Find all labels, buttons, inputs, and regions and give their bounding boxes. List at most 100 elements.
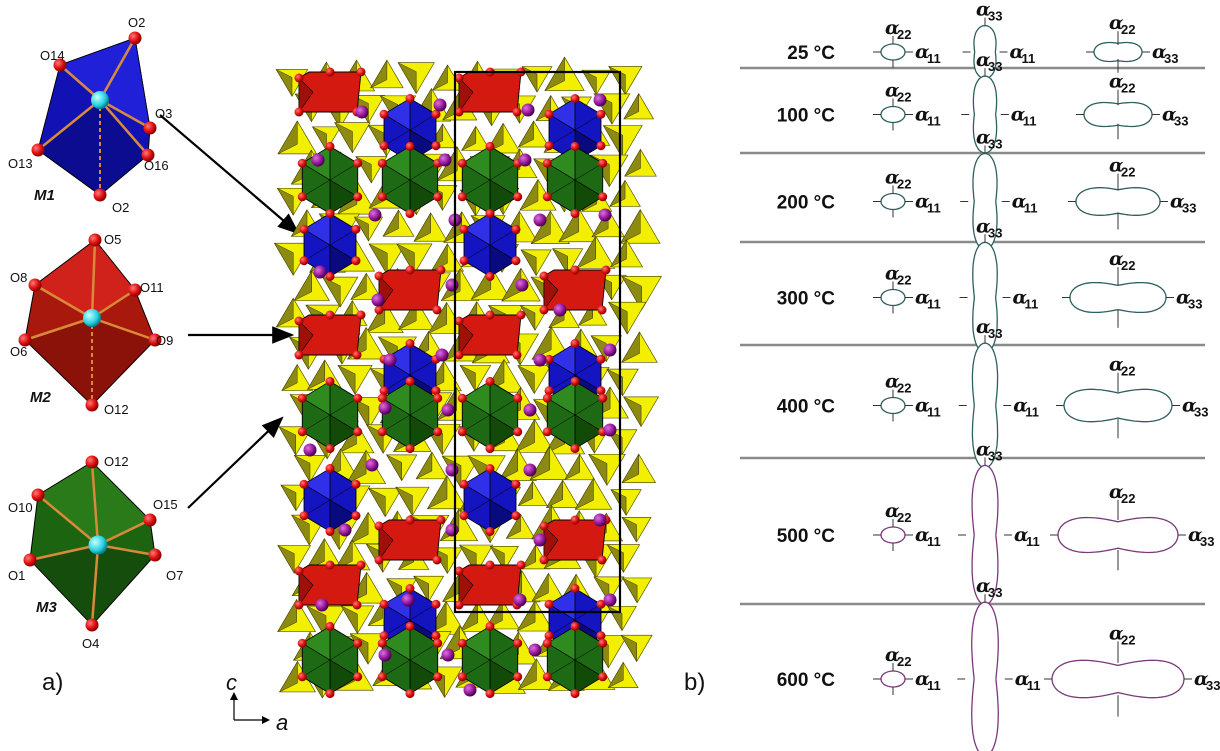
alpha22-label-2-subscript: 22 bbox=[1121, 81, 1135, 96]
alpha11-label-2: α bbox=[1014, 524, 1029, 546]
shape-a22-a33 bbox=[1063, 388, 1173, 423]
label-m1: M1 bbox=[34, 187, 55, 204]
alpha22-label-2-subscript: 22 bbox=[1121, 22, 1135, 37]
shape-a33-a11 bbox=[973, 24, 997, 80]
shape-a22-a11 bbox=[880, 43, 906, 61]
alpha11-label-2-subscript: 11 bbox=[1025, 297, 1039, 312]
alpha22-label-2-subscript: 22 bbox=[1121, 364, 1135, 379]
label-o6: O6 bbox=[10, 344, 27, 359]
alpha33-label-2: α bbox=[1176, 287, 1191, 309]
alpha11-label-subscript: 11 bbox=[927, 678, 941, 693]
alpha33-label-2: α bbox=[1152, 41, 1167, 63]
alpha22-label-2-subscript: 22 bbox=[1121, 632, 1135, 647]
label-o8: O8 bbox=[10, 270, 27, 285]
alpha22-label-subscript: 22 bbox=[897, 90, 911, 105]
shape-a22-a33 bbox=[1075, 187, 1161, 216]
shape-a33-a11 bbox=[972, 75, 998, 154]
label-o12-m2: O12 bbox=[104, 402, 129, 417]
axis-c-label: c bbox=[226, 670, 237, 695]
shape-a22-a33 bbox=[1057, 516, 1179, 554]
alpha33-label-subscript: 33 bbox=[988, 585, 1002, 600]
alpha33-label-subscript: 33 bbox=[988, 137, 1002, 152]
alpha11-label: α bbox=[915, 395, 930, 417]
arrow-m1 bbox=[159, 114, 300, 235]
alpha22-label-2-subscript: 22 bbox=[1121, 491, 1135, 506]
alpha11-label: α bbox=[915, 287, 930, 309]
shape-a22-a11 bbox=[880, 396, 906, 415]
shape-a22-a33 bbox=[1051, 659, 1185, 699]
label-o5: O5 bbox=[104, 232, 121, 247]
alpha33-label-subscript: 33 bbox=[988, 9, 1002, 24]
alpha33-label: α bbox=[976, 575, 991, 597]
alpha22-label-2: α bbox=[1109, 155, 1124, 177]
unit-cell-outline bbox=[453, 70, 622, 614]
alpha11-label-subscript: 11 bbox=[927, 51, 941, 66]
shape-a33-a11 bbox=[972, 241, 998, 354]
temperature-label: 600 °C bbox=[777, 670, 836, 691]
label-o2-top: O2 bbox=[128, 15, 145, 30]
alpha22-label-subscript: 22 bbox=[897, 177, 911, 192]
alpha33-label-2-subscript: 33 bbox=[1188, 297, 1202, 312]
alpha11-label-subscript: 11 bbox=[927, 405, 941, 420]
temperature-label: 400 °C bbox=[777, 397, 836, 418]
alpha22-label: α bbox=[885, 500, 900, 522]
alpha22-label-subscript: 22 bbox=[897, 27, 911, 42]
alpha11-label: α bbox=[915, 191, 930, 213]
alpha11-label-2-subscript: 11 bbox=[1022, 51, 1036, 66]
alpha11-label-2-subscript: 11 bbox=[1024, 201, 1038, 216]
alpha33-label-subscript: 33 bbox=[988, 448, 1002, 463]
alpha33-label: α bbox=[976, 316, 991, 338]
alpha11-label: α bbox=[915, 524, 930, 546]
shape-a33-a11 bbox=[971, 342, 999, 469]
panel-b-label: b) bbox=[684, 669, 705, 696]
axes-indicator: c a bbox=[226, 670, 288, 735]
alpha11-label-2: α bbox=[1015, 668, 1030, 690]
alpha33-label-2-subscript: 33 bbox=[1200, 534, 1214, 549]
crystal-structure bbox=[273, 56, 662, 699]
alpha22-label-subscript: 22 bbox=[897, 273, 911, 288]
alpha22-label: α bbox=[885, 371, 900, 393]
alpha33-label: α bbox=[976, 0, 991, 21]
alpha22-label-2: α bbox=[1109, 354, 1124, 376]
temperature-label: 500 °C bbox=[777, 526, 836, 547]
temperature-label: 200 °C bbox=[777, 193, 836, 214]
alpha33-label-2-subscript: 33 bbox=[1206, 678, 1220, 693]
temperature-label: 100 °C bbox=[777, 106, 836, 127]
label-o3: O3 bbox=[155, 106, 172, 121]
alpha11-label: α bbox=[915, 104, 930, 126]
alpha11-label-subscript: 11 bbox=[927, 114, 941, 129]
alpha33-label-2: α bbox=[1194, 668, 1209, 690]
alpha33-label-2-subscript: 33 bbox=[1174, 114, 1188, 129]
panel-a-label: a) bbox=[42, 669, 63, 696]
label-m3: M3 bbox=[36, 599, 57, 616]
alpha22-label-2-subscript: 22 bbox=[1121, 258, 1135, 273]
polyhedron-m2: O5 O8 O11 O6 O9 O12 M2 bbox=[10, 232, 173, 417]
alpha22-label: α bbox=[885, 263, 900, 285]
label-o2-bottom: O2 bbox=[112, 200, 129, 215]
alpha22-label: α bbox=[885, 17, 900, 39]
label-o4: O4 bbox=[82, 636, 99, 651]
label-m2: M2 bbox=[30, 389, 51, 406]
label-o15: O15 bbox=[153, 497, 178, 512]
alpha11-label: α bbox=[915, 41, 930, 63]
alpha22-label-2-subscript: 22 bbox=[1121, 165, 1135, 180]
alpha22-label-2: α bbox=[1109, 481, 1124, 503]
alpha22-label-2: α bbox=[1109, 12, 1124, 34]
shape-a33-a11 bbox=[971, 464, 999, 606]
shape-a22-a33 bbox=[1069, 281, 1167, 314]
alpha22-label: α bbox=[885, 644, 900, 666]
shape-a33-a11 bbox=[971, 601, 999, 751]
alpha11-label-subscript: 11 bbox=[927, 201, 941, 216]
alpha11-label-2: α bbox=[1013, 287, 1028, 309]
alpha33-label-2: α bbox=[1188, 524, 1203, 546]
shape-a33-a11 bbox=[972, 152, 998, 251]
label-o13: O13 bbox=[8, 156, 33, 171]
label-o9: O9 bbox=[156, 333, 173, 348]
alpha22-label-subscript: 22 bbox=[897, 510, 911, 525]
alpha33-label-subscript: 33 bbox=[988, 326, 1002, 341]
alpha33-label-subscript: 33 bbox=[988, 225, 1002, 240]
alpha33-label: α bbox=[976, 127, 991, 149]
alpha22-label-2: α bbox=[1109, 71, 1124, 93]
alpha22-label-subscript: 22 bbox=[897, 654, 911, 669]
